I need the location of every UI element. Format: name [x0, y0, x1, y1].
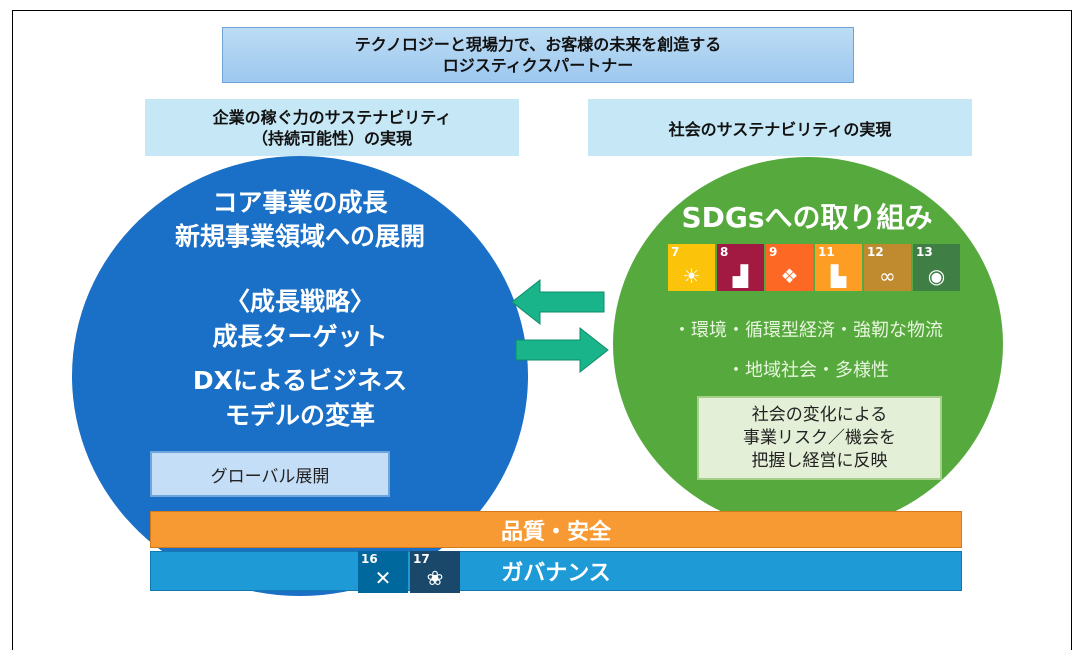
risk-opportunity-box: 社会の変化による 事業リスク／機会を 把握し経営に反映 [697, 396, 942, 480]
sdg-7-icon: 7 ☀ [668, 244, 715, 291]
banner-line-2: ロジスティクスパートナー [442, 56, 634, 75]
growth-strategy-heading: 〈成長戦略〉 [224, 287, 375, 316]
global-expansion-label: グローバル展開 [210, 466, 330, 487]
risk-line-2: 事業リスク／機会を [743, 427, 896, 448]
sun-icon: ☀ [682, 264, 701, 288]
growth-target-line: 成長ターゲット [212, 322, 388, 351]
sdg-13-icon: 13 ◉ [913, 244, 960, 291]
right-header: 社会のサステナビリティの実現 [588, 99, 972, 156]
sdg-number: 8 [720, 245, 729, 259]
governance-bar: ガバナンス [150, 551, 962, 591]
left-header-line-2: （持続可能性）の実現 [251, 128, 412, 148]
governance-label: ガバナンス [501, 561, 611, 586]
sdg-12-icon: 12 ∞ [864, 244, 911, 291]
dx-line-2: モデルの変革 [224, 401, 375, 430]
quality-safety-bar: 品質・安全 [150, 511, 962, 548]
sdg-focus-item-2: ・地域社会・多様性 [727, 360, 889, 381]
quality-safety-label: 品質・安全 [500, 519, 611, 545]
outer-frame [12, 10, 1072, 650]
banner-line-1: テクノロジーと現場力で、お客様の未来を創造する [354, 35, 722, 54]
sdg-9-icon: 9 ❖ [766, 244, 813, 291]
cubes-icon: ❖ [780, 264, 799, 288]
arrow-right-icon [515, 326, 609, 374]
left-header-line-1: 企業の稼ぐ力のサステナビリティ [212, 107, 452, 127]
sdg-number: 12 [867, 245, 884, 259]
risk-line-1: 社会の変化による [751, 404, 888, 425]
sdg-11-icon: 11 ▙ [815, 244, 862, 291]
dx-line-1: DXによるビジネス [192, 366, 408, 395]
global-expansion-box: グローバル展開 [150, 451, 390, 497]
sdg-focus-item-1: ・環境・循環型経済・強靭な物流 [673, 320, 943, 341]
arrow-left-icon [511, 278, 605, 326]
flower-icon: ❀ [426, 566, 444, 590]
right-header-text: 社会のサステナビリティの実現 [668, 119, 892, 139]
sdg-number: 7 [671, 245, 680, 259]
sdg-icon-row-bottom: 16 ✕ 17 ❀ [358, 551, 460, 593]
new-business-line: 新規事業領域への展開 [174, 222, 425, 251]
dove-icon: ✕ [374, 566, 392, 590]
sdg-number: 13 [916, 245, 933, 259]
sdg-number: 16 [361, 552, 378, 566]
risk-line-3: 把握し経営に反映 [751, 450, 888, 471]
infinity-icon: ∞ [879, 264, 896, 288]
sdg-number: 11 [818, 245, 835, 259]
left-header: 企業の稼ぐ力のサステナビリティ （持続可能性）の実現 [145, 99, 519, 156]
sdg-icon-row: 7 ☀ 8 ▟ 9 ❖ 11 ▙ 12 ∞ 13 ◉ [668, 244, 960, 291]
growth-chart-icon: ▟ [732, 264, 749, 288]
eye-earth-icon: ◉ [927, 264, 946, 288]
bidirectional-arrows [511, 278, 609, 374]
sdg-16-icon: 16 ✕ [358, 551, 408, 593]
sdg-17-icon: 17 ❀ [410, 551, 460, 593]
sdg-8-icon: 8 ▟ [717, 244, 764, 291]
city-icon: ▙ [830, 264, 847, 288]
sdgs-title: SDGsへの取り組み [681, 201, 933, 234]
core-business-line: コア事業の成長 [212, 188, 388, 217]
sdg-number: 9 [769, 245, 778, 259]
top-banner: テクノロジーと現場力で、お客様の未来を創造する ロジスティクスパートナー [222, 27, 854, 83]
sdg-number: 17 [413, 552, 430, 566]
